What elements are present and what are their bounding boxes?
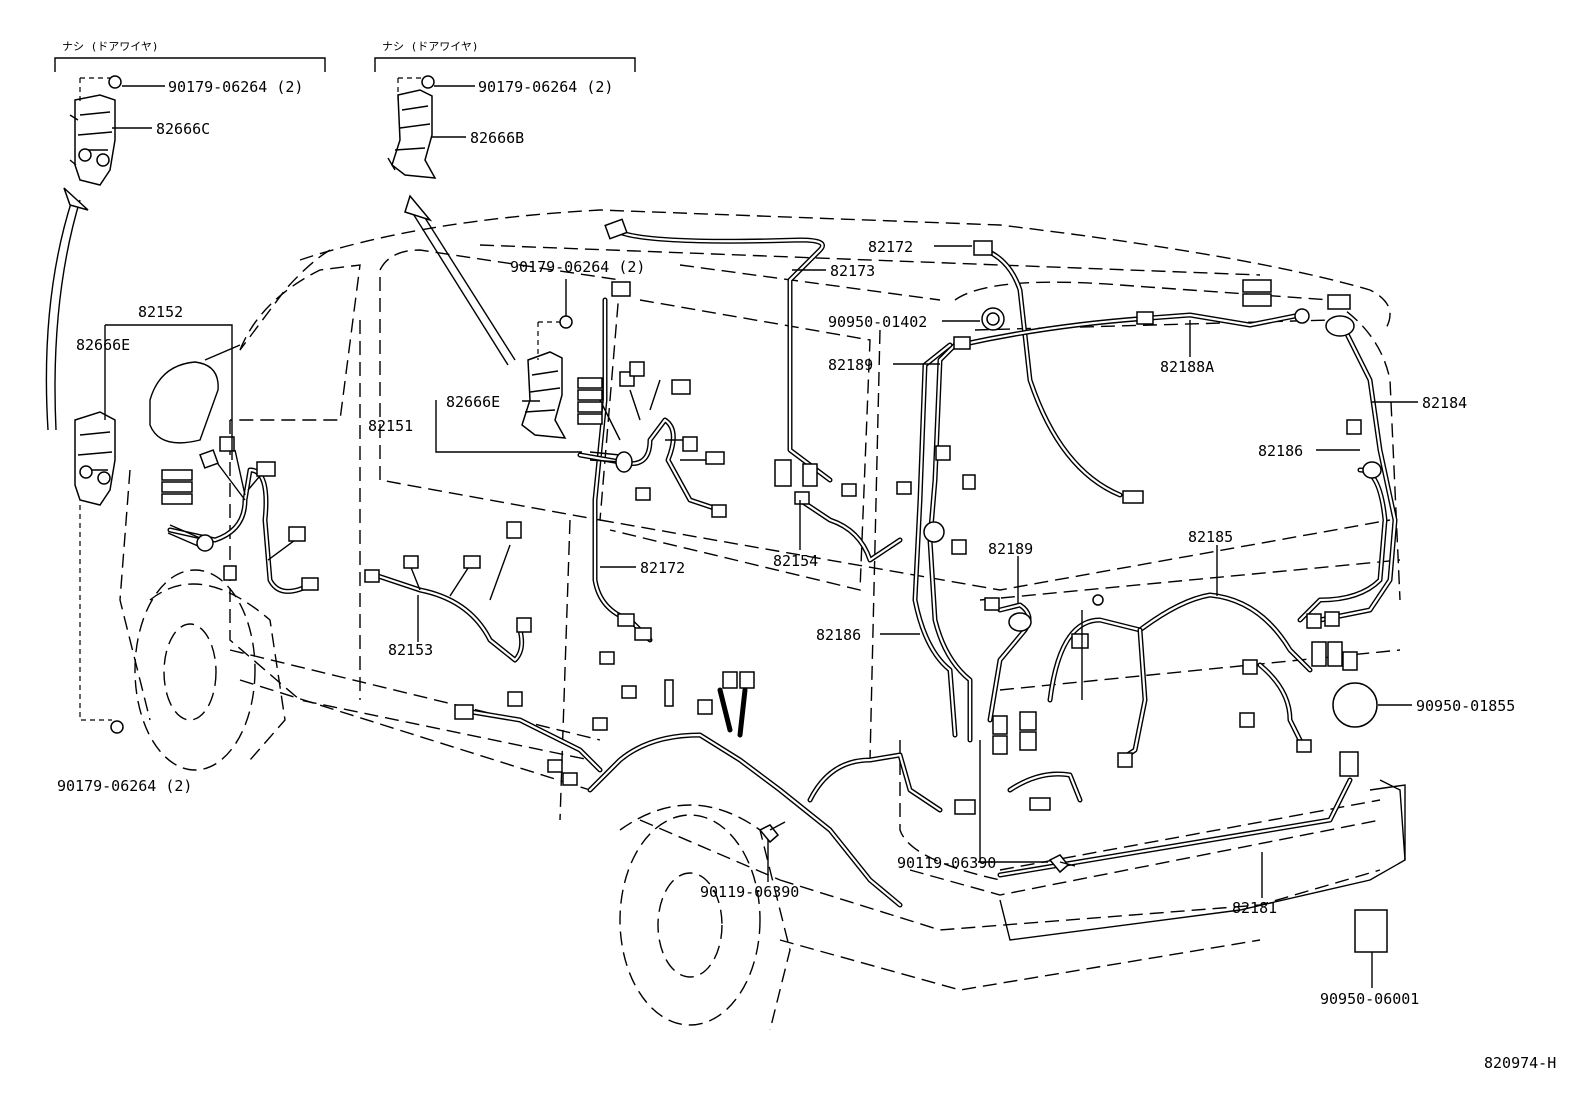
label-90950-01402: 90950-01402 [828,313,927,331]
leader-lines [54,57,1418,988]
label-82189-top: 82189 [828,356,873,374]
label-82666E-left: 82666E [76,336,130,354]
bracket-82666C [69,94,116,186]
label-82188A: 82188A [1160,358,1214,376]
bracket-82666E-center [521,351,567,439]
bracket-82666B [387,89,437,179]
label-82185: 82185 [1188,528,1233,546]
label-90179-06264-center: 90179-06264 (2) [510,258,645,276]
label-82666B: 82666B [470,129,524,147]
label-82154: 82154 [773,552,818,570]
label-82184: 82184 [1422,394,1467,412]
label-82172-top: 82172 [868,238,913,256]
label-90119-06390-center: 90119-06390 [700,883,799,901]
label-82153: 82153 [388,641,433,659]
nuts-and-bolts [108,75,1076,874]
label-90119-06390-right: 90119-06390 [897,854,996,872]
label-90179-06264-bottom-left: 90179-06264 (2) [57,777,192,795]
label-82151: 82151 [368,417,413,435]
note-right: ナシ (ドアワイヤ) [382,40,479,53]
label-82172-middle: 82172 [640,559,685,577]
bracket-82666E-left [74,411,116,506]
reference-code: 820974-H [1484,1054,1556,1072]
label-82181: 82181 [1232,899,1277,917]
label-82189-middle: 82189 [988,540,1033,558]
label-82186-middle: 82186 [816,626,861,644]
note-left: ナシ (ドアワイヤ) [62,40,159,53]
assembly-lines [45,77,560,721]
vehicle-body-outline [119,209,1406,1031]
label-90179-06264-top-middle: 90179-06264 (2) [478,78,613,96]
label-82173: 82173 [830,262,875,280]
label-90179-06264-top-left: 90179-06264 (2) [168,78,303,96]
label-90950-06001: 90950-06001 [1320,990,1419,1008]
label-82152: 82152 [138,303,183,321]
part-labels: ナシ (ドアワイヤ) ナシ (ドアワイヤ) 90179-06264 (2) 82… [57,40,1556,1072]
label-82186-right: 82186 [1258,442,1303,460]
label-82666C: 82666C [156,120,210,138]
label-82666E-center: 82666E [446,393,500,411]
label-90950-01855: 90950-01855 [1416,697,1515,715]
connectors [161,218,1388,953]
